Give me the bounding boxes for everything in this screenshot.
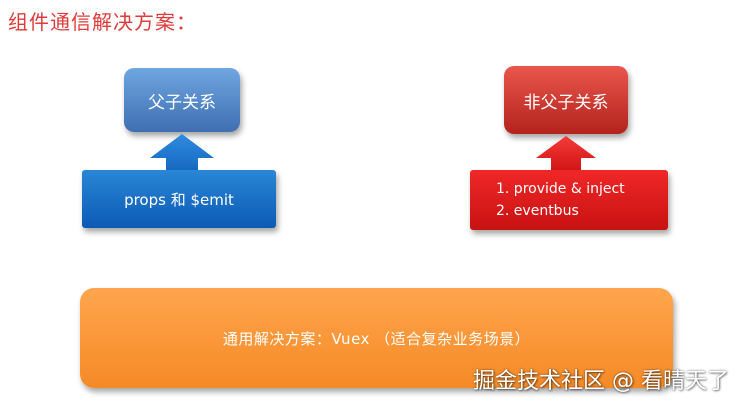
slide-title: 组件通信解决方案： (8, 10, 197, 34)
red-up-arrow (536, 136, 596, 172)
method-item: 1. provide & inject (496, 181, 625, 197)
parent-child-method: props 和 $emit (124, 190, 234, 209)
non-parent-child-label: 非父子关系 (523, 92, 609, 113)
non-parent-child-box: 非父子关系 (504, 66, 628, 134)
general-solution-label: 通用解决方案：Vuex （适合复杂业务场景） (222, 329, 531, 348)
blue-up-arrow (150, 134, 214, 172)
non-parent-child-methods-box: 1. provide & inject 2. eventbus (470, 170, 668, 230)
general-solution-box: 通用解决方案：Vuex （适合复杂业务场景） (80, 288, 673, 388)
parent-child-method-box: props 和 $emit (82, 170, 276, 228)
parent-child-box: 父子关系 (124, 68, 240, 132)
parent-child-label: 父子关系 (148, 92, 216, 113)
method-item: 2. eventbus (496, 203, 579, 219)
watermark: 掘金技术社区 @ 看晴天了 (473, 369, 729, 394)
